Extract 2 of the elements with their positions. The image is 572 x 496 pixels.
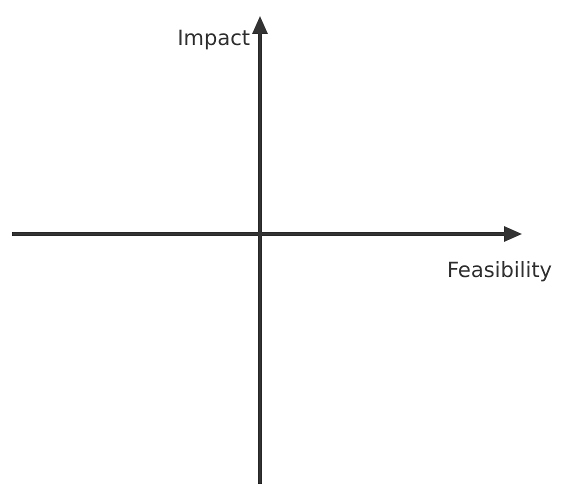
axis-label: Feasibility (447, 257, 552, 284)
axis-label: Impact (177, 25, 250, 52)
